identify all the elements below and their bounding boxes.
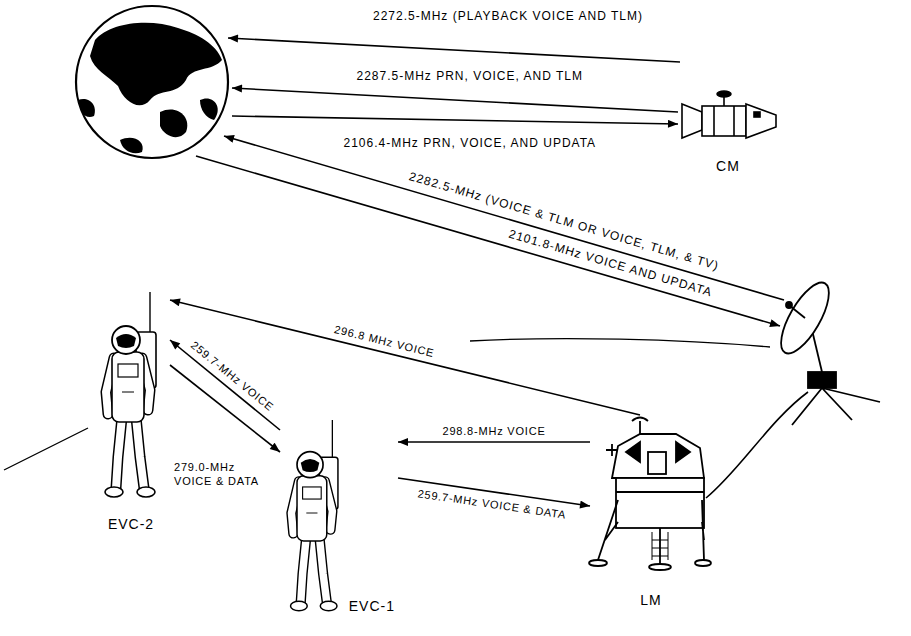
figure-label-node: CM	[678, 88, 778, 176]
lm-window	[626, 442, 640, 462]
figure-label-node: LM	[590, 415, 712, 610]
island	[120, 138, 143, 154]
crew-capsule	[746, 104, 776, 138]
footpad	[589, 560, 607, 566]
frequency-label: 296.8 MHz VOICE	[331, 322, 438, 361]
command-module	[682, 91, 776, 138]
lm-hatch	[648, 452, 666, 474]
lm-antenna-dish	[632, 418, 648, 422]
earth-links	[196, 38, 784, 326]
figure-label-node: EVC-2	[92, 290, 170, 534]
panel-line	[733, 106, 735, 136]
antenna-base	[808, 372, 836, 388]
antenna-post	[812, 330, 822, 372]
figure-label: LM	[640, 592, 661, 608]
frequency-label: 2282.5-MHz (VOICE & TLM OR VOICE, TLM, &…	[406, 168, 723, 273]
island	[78, 99, 95, 117]
frequency-label: 2287.5-MHz PRN, VOICE, AND TLM	[355, 69, 586, 83]
tripod-leg	[792, 388, 880, 425]
antenna-feed	[790, 306, 805, 318]
ascent-stage	[612, 434, 704, 478]
downlink-arrow	[228, 38, 680, 62]
panel-line	[616, 491, 704, 493]
lunar-module	[589, 418, 711, 571]
horizon-line	[4, 428, 88, 470]
capsule-window	[754, 112, 760, 117]
signal-arrow	[398, 441, 590, 443]
earth	[76, 6, 228, 158]
downlink-arrow	[232, 88, 678, 112]
rcs-quad	[606, 444, 618, 456]
footpad	[649, 564, 671, 570]
antenna-feed-horn	[786, 302, 792, 308]
earth-disc	[76, 6, 228, 158]
continent	[160, 109, 187, 137]
antenna-dish	[772, 276, 838, 360]
uplink-arrow	[196, 156, 780, 326]
footpad	[695, 560, 711, 566]
landing-leg	[598, 500, 704, 564]
antenna-mast	[723, 97, 725, 106]
frequency-label: 2106.4-MHz PRN, VOICE, AND UPDATA	[342, 136, 599, 150]
frequency-label: 2272.5-MHz (PLAYBACK VOICE AND TLM)	[371, 9, 645, 23]
astronaut	[105, 292, 156, 497]
lm-antenna	[639, 421, 641, 434]
continent	[90, 23, 222, 106]
figure-label: CM	[716, 158, 740, 174]
downlink-arrow	[224, 136, 784, 300]
lm-window	[676, 442, 690, 462]
island	[200, 98, 218, 120]
uplink-arrow	[232, 116, 678, 124]
engine-bell	[682, 104, 702, 138]
descent-stage	[616, 478, 704, 528]
frequency-label: 279.0-MHz VOICE & DATA	[172, 460, 276, 488]
figure-label-node: EVC-1	[280, 418, 398, 616]
figure-label: EVC-2	[108, 516, 154, 532]
antenna-cable	[706, 392, 808, 498]
frequency-label: 298.8-MHz VOICE	[441, 424, 548, 438]
frequency-label: 259.7-MHz VOICE	[187, 336, 279, 415]
antenna-dish	[717, 91, 731, 97]
panel-line	[713, 106, 715, 136]
service-module	[702, 106, 746, 136]
ladder	[652, 532, 668, 560]
figure-label: EVC-1	[349, 598, 395, 614]
astronaut	[291, 420, 338, 611]
horizon-line	[470, 339, 770, 347]
s-band-antenna	[706, 276, 880, 498]
signal-arrow	[170, 340, 280, 430]
